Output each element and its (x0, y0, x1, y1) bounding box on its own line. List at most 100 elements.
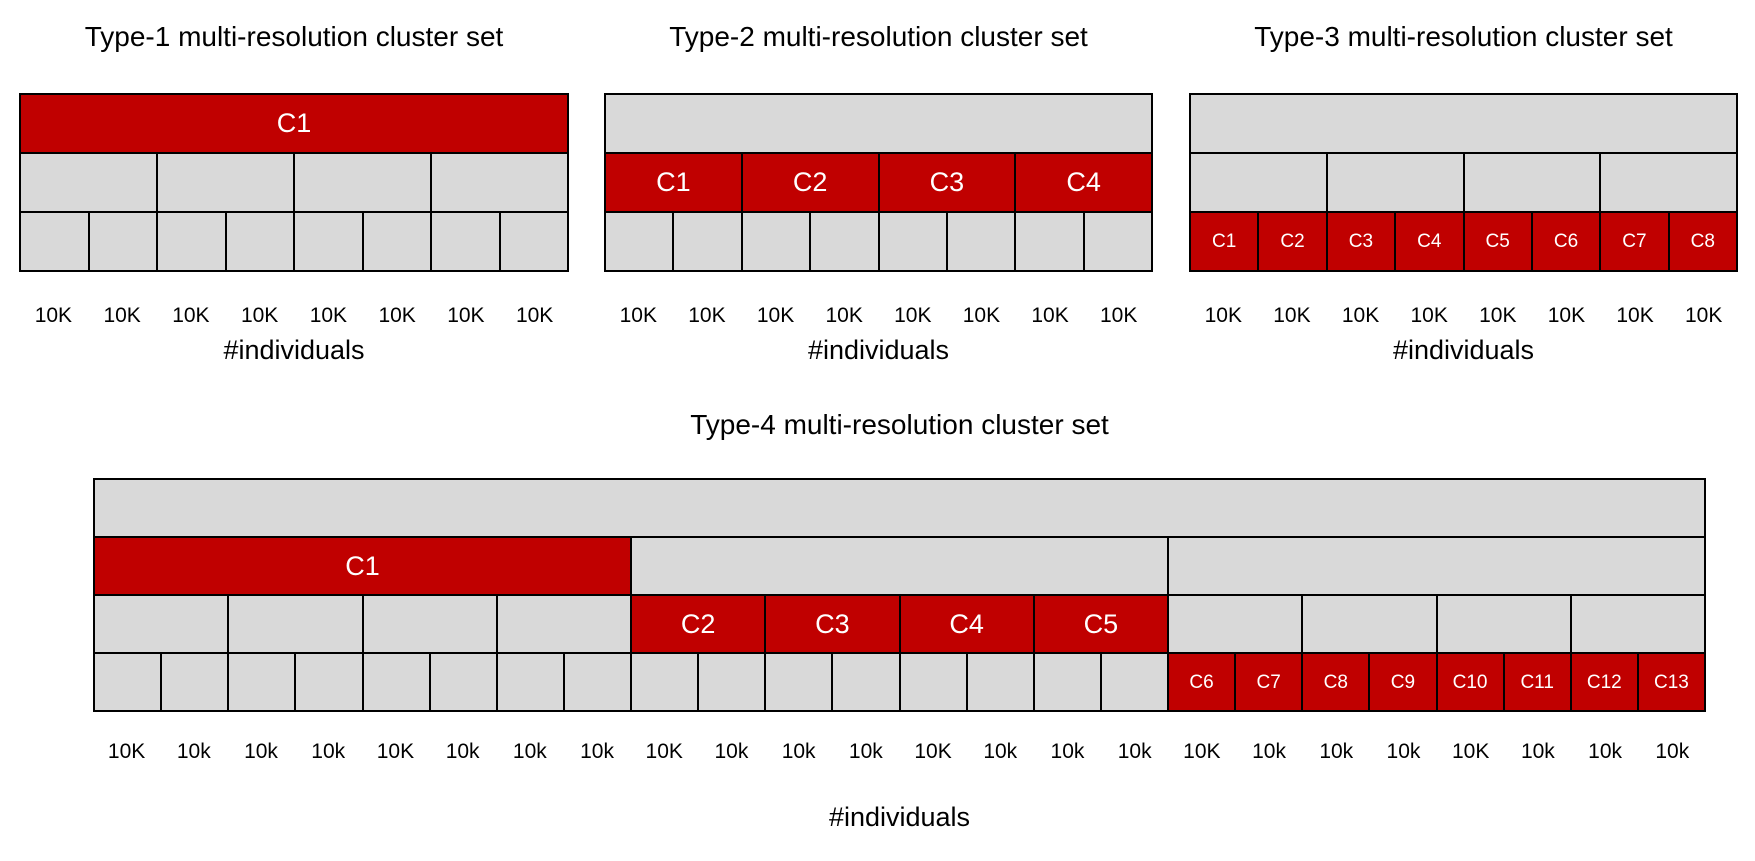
tick-label: 10K (447, 304, 485, 327)
tick-label: 10k (1252, 740, 1286, 763)
cluster-grid: C1 (19, 93, 569, 272)
cluster-label: C10 (1452, 671, 1488, 693)
cluster-block (1463, 153, 1601, 212)
tick-label: 10k (1655, 740, 1690, 763)
cluster-block (295, 653, 363, 711)
tick-label: 10k (512, 740, 547, 763)
cluster-label: C3 (1348, 231, 1374, 252)
cluster-label: C4 (1417, 231, 1442, 252)
cluster-block-c1: C1 (605, 153, 742, 212)
cluster-block (673, 212, 742, 271)
cluster-block (1190, 94, 1737, 153)
tick-label: 10k (1520, 740, 1555, 763)
cluster-block (1190, 153, 1327, 212)
tick-label: 10K (1204, 304, 1242, 327)
tick-label: 10K (1479, 304, 1517, 327)
cluster-block (765, 653, 833, 711)
cluster-block (20, 212, 89, 271)
cluster-label: C4 (1066, 167, 1101, 197)
tick-label: 10K (1451, 740, 1490, 763)
chart-title: Type-2 multi-resolution cluster set (669, 21, 1088, 52)
cluster-block (94, 653, 162, 711)
tick-label: 10k (781, 740, 816, 763)
cluster-block (878, 212, 947, 271)
tick-label: 10K (1410, 304, 1448, 327)
cluster-block (810, 212, 879, 271)
cluster-block (1168, 595, 1303, 653)
tick-label: 10k (580, 740, 614, 763)
chart-title: Type-4 multi-resolution cluster set (690, 409, 1109, 440)
cluster-label: C3 (929, 167, 965, 197)
cluster-label: C4 (949, 608, 984, 639)
cluster-block (741, 212, 811, 271)
cluster-block (157, 212, 226, 271)
cluster-label: C2 (680, 608, 716, 639)
cluster-block-c12: C12 (1570, 653, 1638, 711)
cluster-block (161, 653, 229, 711)
cluster-label: C12 (1586, 671, 1622, 693)
cluster-row (605, 212, 1152, 271)
tick-label: 10K (103, 304, 141, 327)
cluster-block-c5: C5 (1033, 595, 1168, 653)
cluster-block (431, 153, 568, 212)
cluster-label: C2 (1280, 231, 1305, 252)
cluster-row (1190, 94, 1737, 153)
cluster-label: C9 (1390, 671, 1416, 693)
cluster-block (496, 595, 631, 653)
cluster-block-c2: C2 (741, 153, 879, 212)
cluster-block (1302, 595, 1437, 653)
tick-label: 10k (1117, 740, 1152, 763)
cluster-block-c4: C4 (1015, 153, 1152, 212)
cluster-block (362, 653, 430, 711)
cluster-block (1600, 153, 1737, 212)
cluster-label: C5 (1485, 231, 1510, 252)
cluster-label: C6 (1553, 231, 1579, 252)
cluster-block (157, 153, 294, 212)
cluster-block (94, 479, 1705, 537)
axis-label: #individuals (223, 335, 365, 365)
cluster-block-c13: C13 (1637, 653, 1705, 711)
cluster-block-c1: C1 (94, 537, 631, 595)
tick-label: 10K (515, 304, 554, 327)
cluster-block (1168, 537, 1705, 595)
tick-label: 10K (688, 304, 726, 327)
tick-label: 10K (756, 304, 795, 327)
tick-label: 10k (1050, 740, 1085, 763)
cluster-block (362, 212, 431, 271)
chart-title: Type-1 multi-resolution cluster set (84, 21, 504, 52)
cluster-block-c1: C1 (20, 94, 568, 153)
cluster-block (294, 153, 431, 212)
cluster-block (946, 212, 1016, 271)
cluster-block-c4: C4 (1395, 212, 1464, 271)
tick-label: 10k (714, 740, 749, 763)
cluster-block (499, 212, 568, 271)
tick-label: 10k (244, 740, 278, 763)
tick-label: 10K (962, 304, 1001, 327)
cluster-block (228, 595, 363, 653)
tick-label: 10K (1273, 304, 1311, 327)
cluster-block-c2: C2 (1258, 212, 1327, 271)
cluster-label: C2 (792, 167, 828, 197)
cluster-label: C3 (815, 608, 850, 639)
cluster-block (631, 537, 1168, 595)
cluster-label: C8 (1690, 231, 1715, 252)
tick-label: 10k (1386, 740, 1421, 763)
tick-label: 10K (1100, 304, 1138, 327)
cluster-block (1436, 595, 1571, 653)
cluster-row (20, 153, 568, 212)
cluster-label: C1 (345, 550, 380, 581)
cluster-block (94, 595, 229, 653)
cluster-block (1015, 212, 1084, 271)
cluster-row: C2 C3 C4 C5 (94, 595, 1705, 653)
axis-label: #individuals (1392, 335, 1535, 365)
cluster-row (20, 212, 568, 271)
cluster-row: C1 C2 C3 C4 (605, 153, 1152, 212)
cluster-block-c10: C10 (1436, 653, 1504, 711)
cluster-label: C1 (1212, 231, 1237, 252)
cluster-block (1570, 595, 1705, 653)
tick-label: 10K (619, 304, 657, 327)
